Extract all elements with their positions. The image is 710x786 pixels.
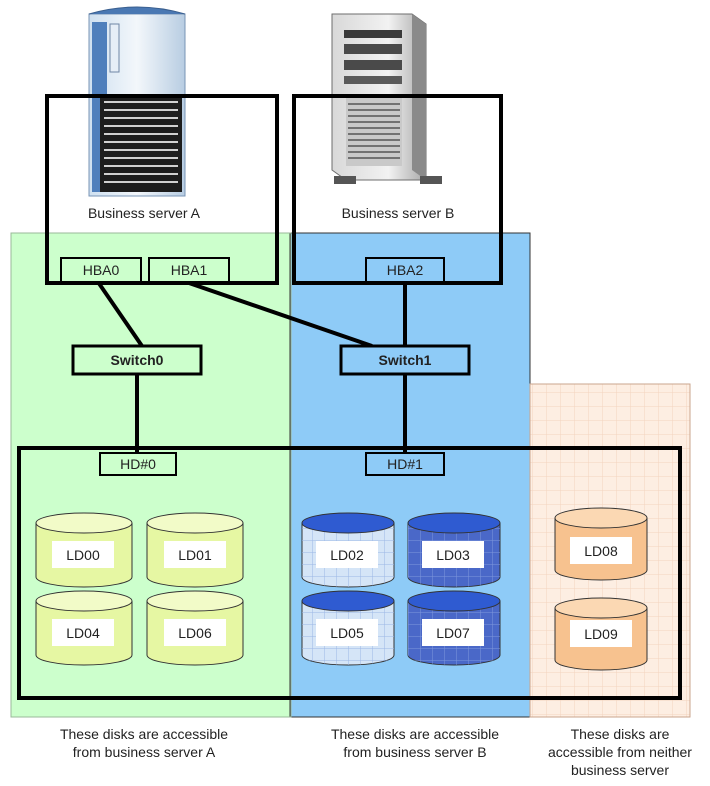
hd1: HD#1 <box>365 452 445 476</box>
caption-none-line2: accessible from neither <box>548 744 692 760</box>
disk-ld00: LD00 <box>35 512 133 588</box>
ld06-label: LD06 <box>178 625 212 641</box>
hba1-label: HBA1 <box>171 262 208 278</box>
disk-ld02: LD02 <box>301 512 395 588</box>
ld00-label: LD00 <box>66 547 100 563</box>
hba2: HBA2 <box>365 257 445 283</box>
caption-server-b-line1: These disks are accessible <box>330 726 500 742</box>
disk-ld06: LD06 <box>146 590 244 666</box>
switch1: Switch1 <box>339 344 471 376</box>
server-b-label: Business server B <box>342 205 455 221</box>
disk-ld07: LD07 <box>407 590 501 666</box>
caption-server-b: These disks are accessible from business… <box>285 725 545 761</box>
caption-server-a: These disks are accessible from business… <box>14 725 274 761</box>
san-links <box>96 280 407 453</box>
ld04-label: LD04 <box>66 625 100 641</box>
hd1-label: HD#1 <box>387 456 423 472</box>
ld01-label: LD01 <box>178 547 212 563</box>
ld09-label: LD09 <box>584 626 618 642</box>
hba0-label: HBA0 <box>83 262 120 278</box>
ld08-label: LD08 <box>584 543 618 559</box>
hd0: HD#0 <box>99 452 177 476</box>
hba1: HBA1 <box>148 257 230 283</box>
server-a-image <box>88 6 186 197</box>
server-a-label-bg <box>64 200 214 226</box>
caption-server-a-line1: These disks are accessible <box>59 726 229 742</box>
hd0-label: HD#0 <box>120 456 156 472</box>
disk-ld08: LD08 <box>554 507 648 581</box>
server-b-image <box>331 13 442 184</box>
server-a-label: Business server A <box>88 205 201 221</box>
switch0-label: Switch0 <box>111 352 164 368</box>
disk-ld09: LD09 <box>554 597 648 671</box>
zone-server-a-border <box>10 232 292 718</box>
disk-ld01: LD01 <box>146 512 244 588</box>
server-b-label-bg <box>324 200 474 226</box>
caption-server-b-line2: from business server B <box>343 744 487 760</box>
caption-none-line3: business server <box>570 762 670 778</box>
switch0: Switch0 <box>71 344 203 376</box>
hba2-label: HBA2 <box>387 262 424 278</box>
caption-none-line1: These disks are <box>570 726 670 742</box>
disk-ld04: LD04 <box>35 590 133 666</box>
ld03-label: LD03 <box>436 547 470 563</box>
disk-ld03: LD03 <box>407 512 501 588</box>
ld02-label: LD02 <box>330 547 364 563</box>
ld07-label: LD07 <box>436 625 470 641</box>
caption-server-a-line2: from business server A <box>72 744 216 760</box>
disk-ld05: LD05 <box>301 590 395 666</box>
switch1-label: Switch1 <box>379 352 432 368</box>
caption-none: These disks are accessible from neither … <box>535 725 705 779</box>
hba0: HBA0 <box>60 257 142 283</box>
ld05-label: LD05 <box>330 625 364 641</box>
disk-array-box <box>17 446 682 700</box>
